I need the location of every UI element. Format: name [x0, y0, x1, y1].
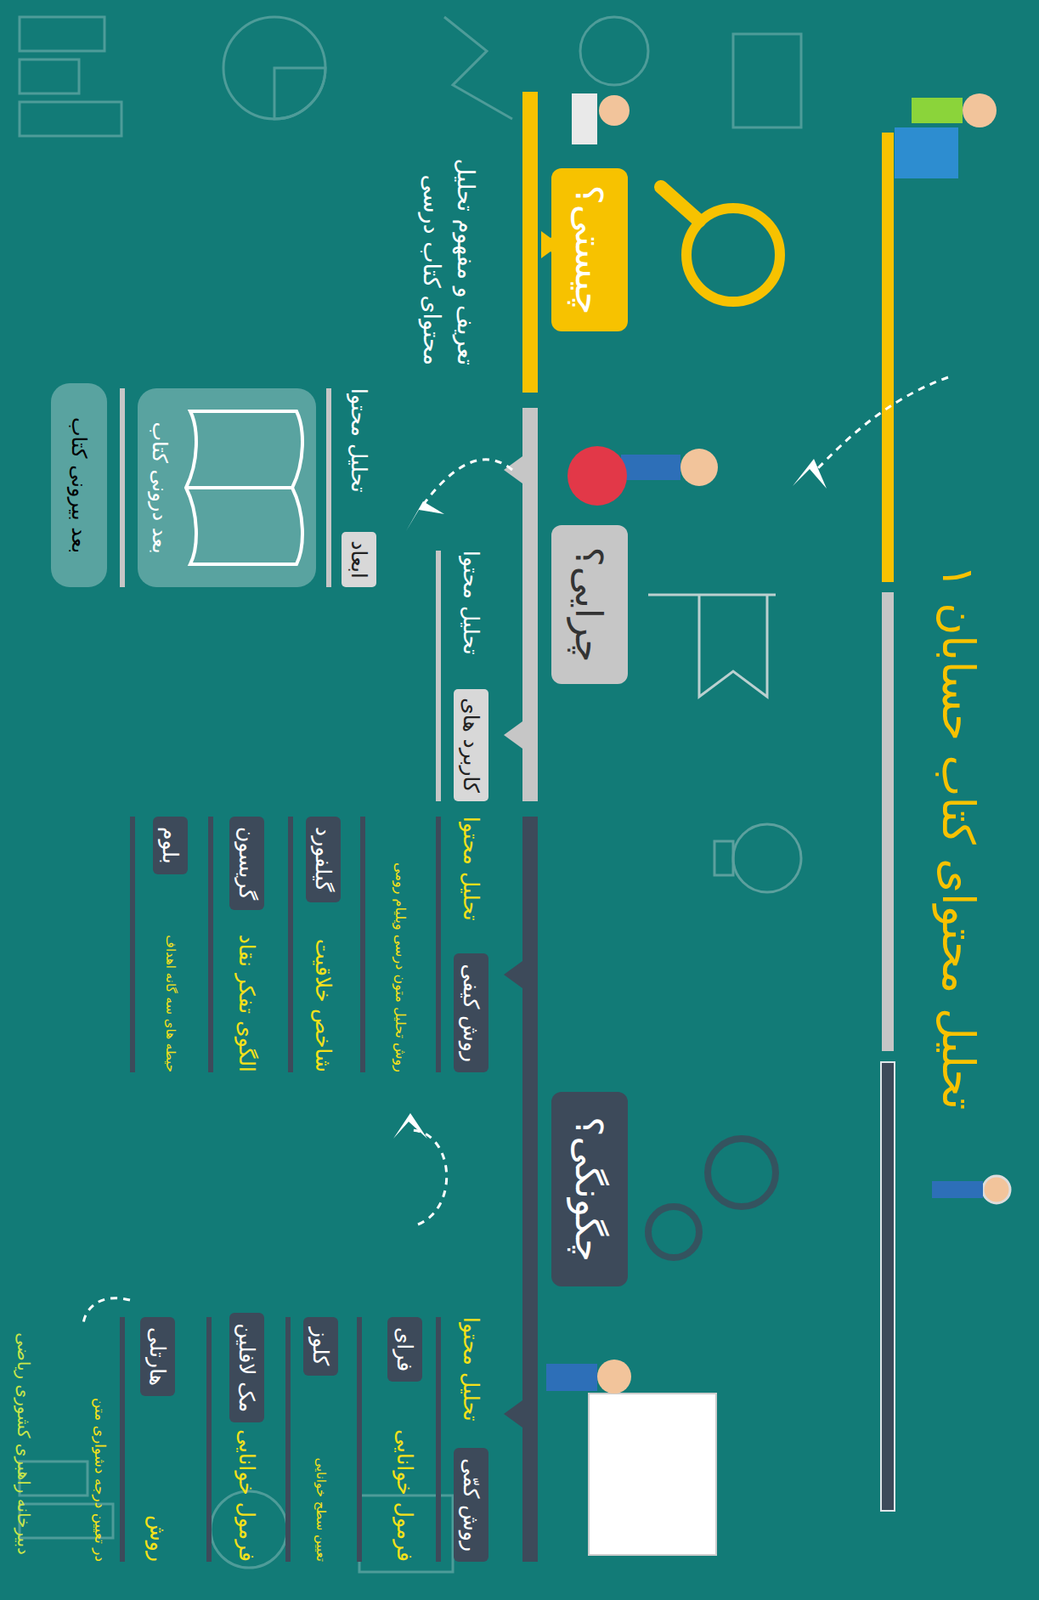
node-text: ابعاد: [342, 531, 378, 588]
method-item: روش کمّی تحلیل محتوا: [448, 1316, 495, 1562]
timeline-top: [880, 132, 895, 1511]
method-item: کاربرد های تحلیل محتوا: [448, 550, 495, 802]
character-figures: [546, 93, 1011, 1555]
node-text: کلوز: [304, 1316, 339, 1376]
book-drawing: [181, 402, 310, 573]
method-item: روش هارتلی: [132, 1316, 184, 1562]
node-text: بلوم: [153, 816, 189, 875]
method-item: تعیین سطح خوانایی کلوز: [295, 1316, 347, 1562]
separator-lines: [122, 388, 439, 1562]
lightbulb-icon: [714, 824, 802, 893]
text-label: روش تحلیل متون درسی ویلیام رومی: [392, 816, 409, 1073]
node-text: بعد درونی کتاب: [147, 388, 172, 588]
node-text: تحلیل محتوا: [347, 388, 373, 493]
text-label: در تعیین درجه دشواری متن: [91, 1316, 109, 1562]
method-item: الگوی تفکر نقاد گریسون: [224, 816, 271, 1073]
node-text: چرایی؟: [568, 547, 612, 663]
node-text: بعد بیرونی کتاب: [67, 417, 91, 554]
node-text: شاخص خلاقیت: [311, 938, 337, 1073]
node-text: چیستی؟: [568, 184, 612, 315]
paper-planes: [393, 458, 827, 1139]
method-item: فرمول خواناییمک لافلین: [224, 1316, 271, 1562]
node-text: فرمول خوانایی: [393, 1428, 418, 1562]
node-text: چگونگی؟: [568, 1116, 612, 1262]
node-text: مک لافلین: [230, 1312, 266, 1423]
node-text: گریسون: [230, 816, 266, 910]
gears-icon: [648, 1138, 776, 1258]
node-text: تحلیل محتوا: [459, 816, 485, 921]
node-text: هارتلی: [141, 1316, 176, 1396]
method-item: شاخص خلاقیت گیلفورد: [300, 816, 347, 1073]
node-text: گیلفورد: [306, 816, 342, 903]
section-box: چگونگی؟: [551, 1091, 628, 1287]
method-item: فرمول خوانایی فرای: [382, 1316, 429, 1562]
text-label: دبیرخانه راهبری کشوری ریاضی: [13, 1291, 34, 1555]
section-box: بعد درونی کتاب: [137, 388, 317, 588]
method-item: حیطه های سه گانه اهداف بلوم: [147, 816, 194, 1073]
background-icons: [19, 16, 802, 1572]
method-item: روش کیفی تحلیل محتوا: [448, 816, 495, 1073]
method-item: ابعاد تحلیل محتوا: [336, 388, 383, 588]
node-text: روش کیفی: [454, 953, 490, 1073]
node-text: تحلیل محتوا: [459, 1316, 485, 1422]
magnifier-icon: [660, 186, 780, 302]
section-box: بعد بیرونی کتاب: [50, 383, 108, 588]
text-label: تعریف و مفهوم تحلیل محتوای کتاب درسی: [414, 110, 483, 366]
node-text: الگوی تفکر نقاد: [235, 934, 260, 1073]
section-box: چیستی؟: [551, 168, 628, 332]
node-text: فرای: [388, 1316, 424, 1382]
node-text: فرمول خوانایی: [235, 1428, 260, 1562]
node-text: کاربرد های: [454, 688, 490, 802]
node-text: روش: [146, 1514, 171, 1562]
node-text: تعیین سطح خوانایی: [313, 1456, 329, 1562]
node-text: روش کمّی: [454, 1447, 490, 1562]
dashed-curves: [83, 377, 949, 1326]
section-box: چرایی؟: [551, 525, 628, 684]
node-text: حیطه های سه گانه اهداف: [163, 934, 179, 1073]
flag-icon: [648, 594, 776, 697]
node-text: تحلیل محتوا: [459, 550, 485, 656]
title: تحلیل محتوای کتاب حسابان ۱: [920, 469, 997, 1205]
